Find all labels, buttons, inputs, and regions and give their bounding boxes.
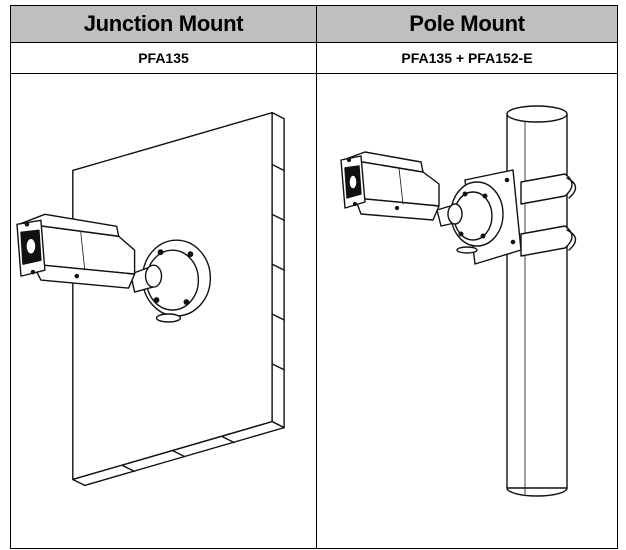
model-cell-junction: PFA135 — [11, 43, 317, 73]
model-row: PFA135 PFA135 + PFA152-E — [11, 43, 617, 74]
model-junction: PFA135 — [138, 50, 189, 66]
header-cell-pole: Pole Mount — [317, 6, 617, 42]
illustration-cell-junction — [11, 74, 317, 548]
junction-mount-illustration — [16, 111, 285, 487]
pole-mount-illustration — [340, 105, 577, 497]
illustration-row — [11, 74, 617, 548]
header-cell-junction: Junction Mount — [11, 6, 317, 42]
illustration-cell-pole — [317, 74, 617, 548]
header-junction-mount: Junction Mount — [83, 11, 244, 36]
table-header-row: Junction Mount Pole Mount — [11, 6, 617, 43]
mount-comparison-table: Junction Mount Pole Mount PFA135 PFA135 … — [10, 5, 618, 549]
header-pole-mount: Pole Mount — [409, 11, 525, 36]
model-cell-pole: PFA135 + PFA152-E — [317, 43, 617, 73]
model-pole: PFA135 + PFA152-E — [401, 50, 533, 66]
